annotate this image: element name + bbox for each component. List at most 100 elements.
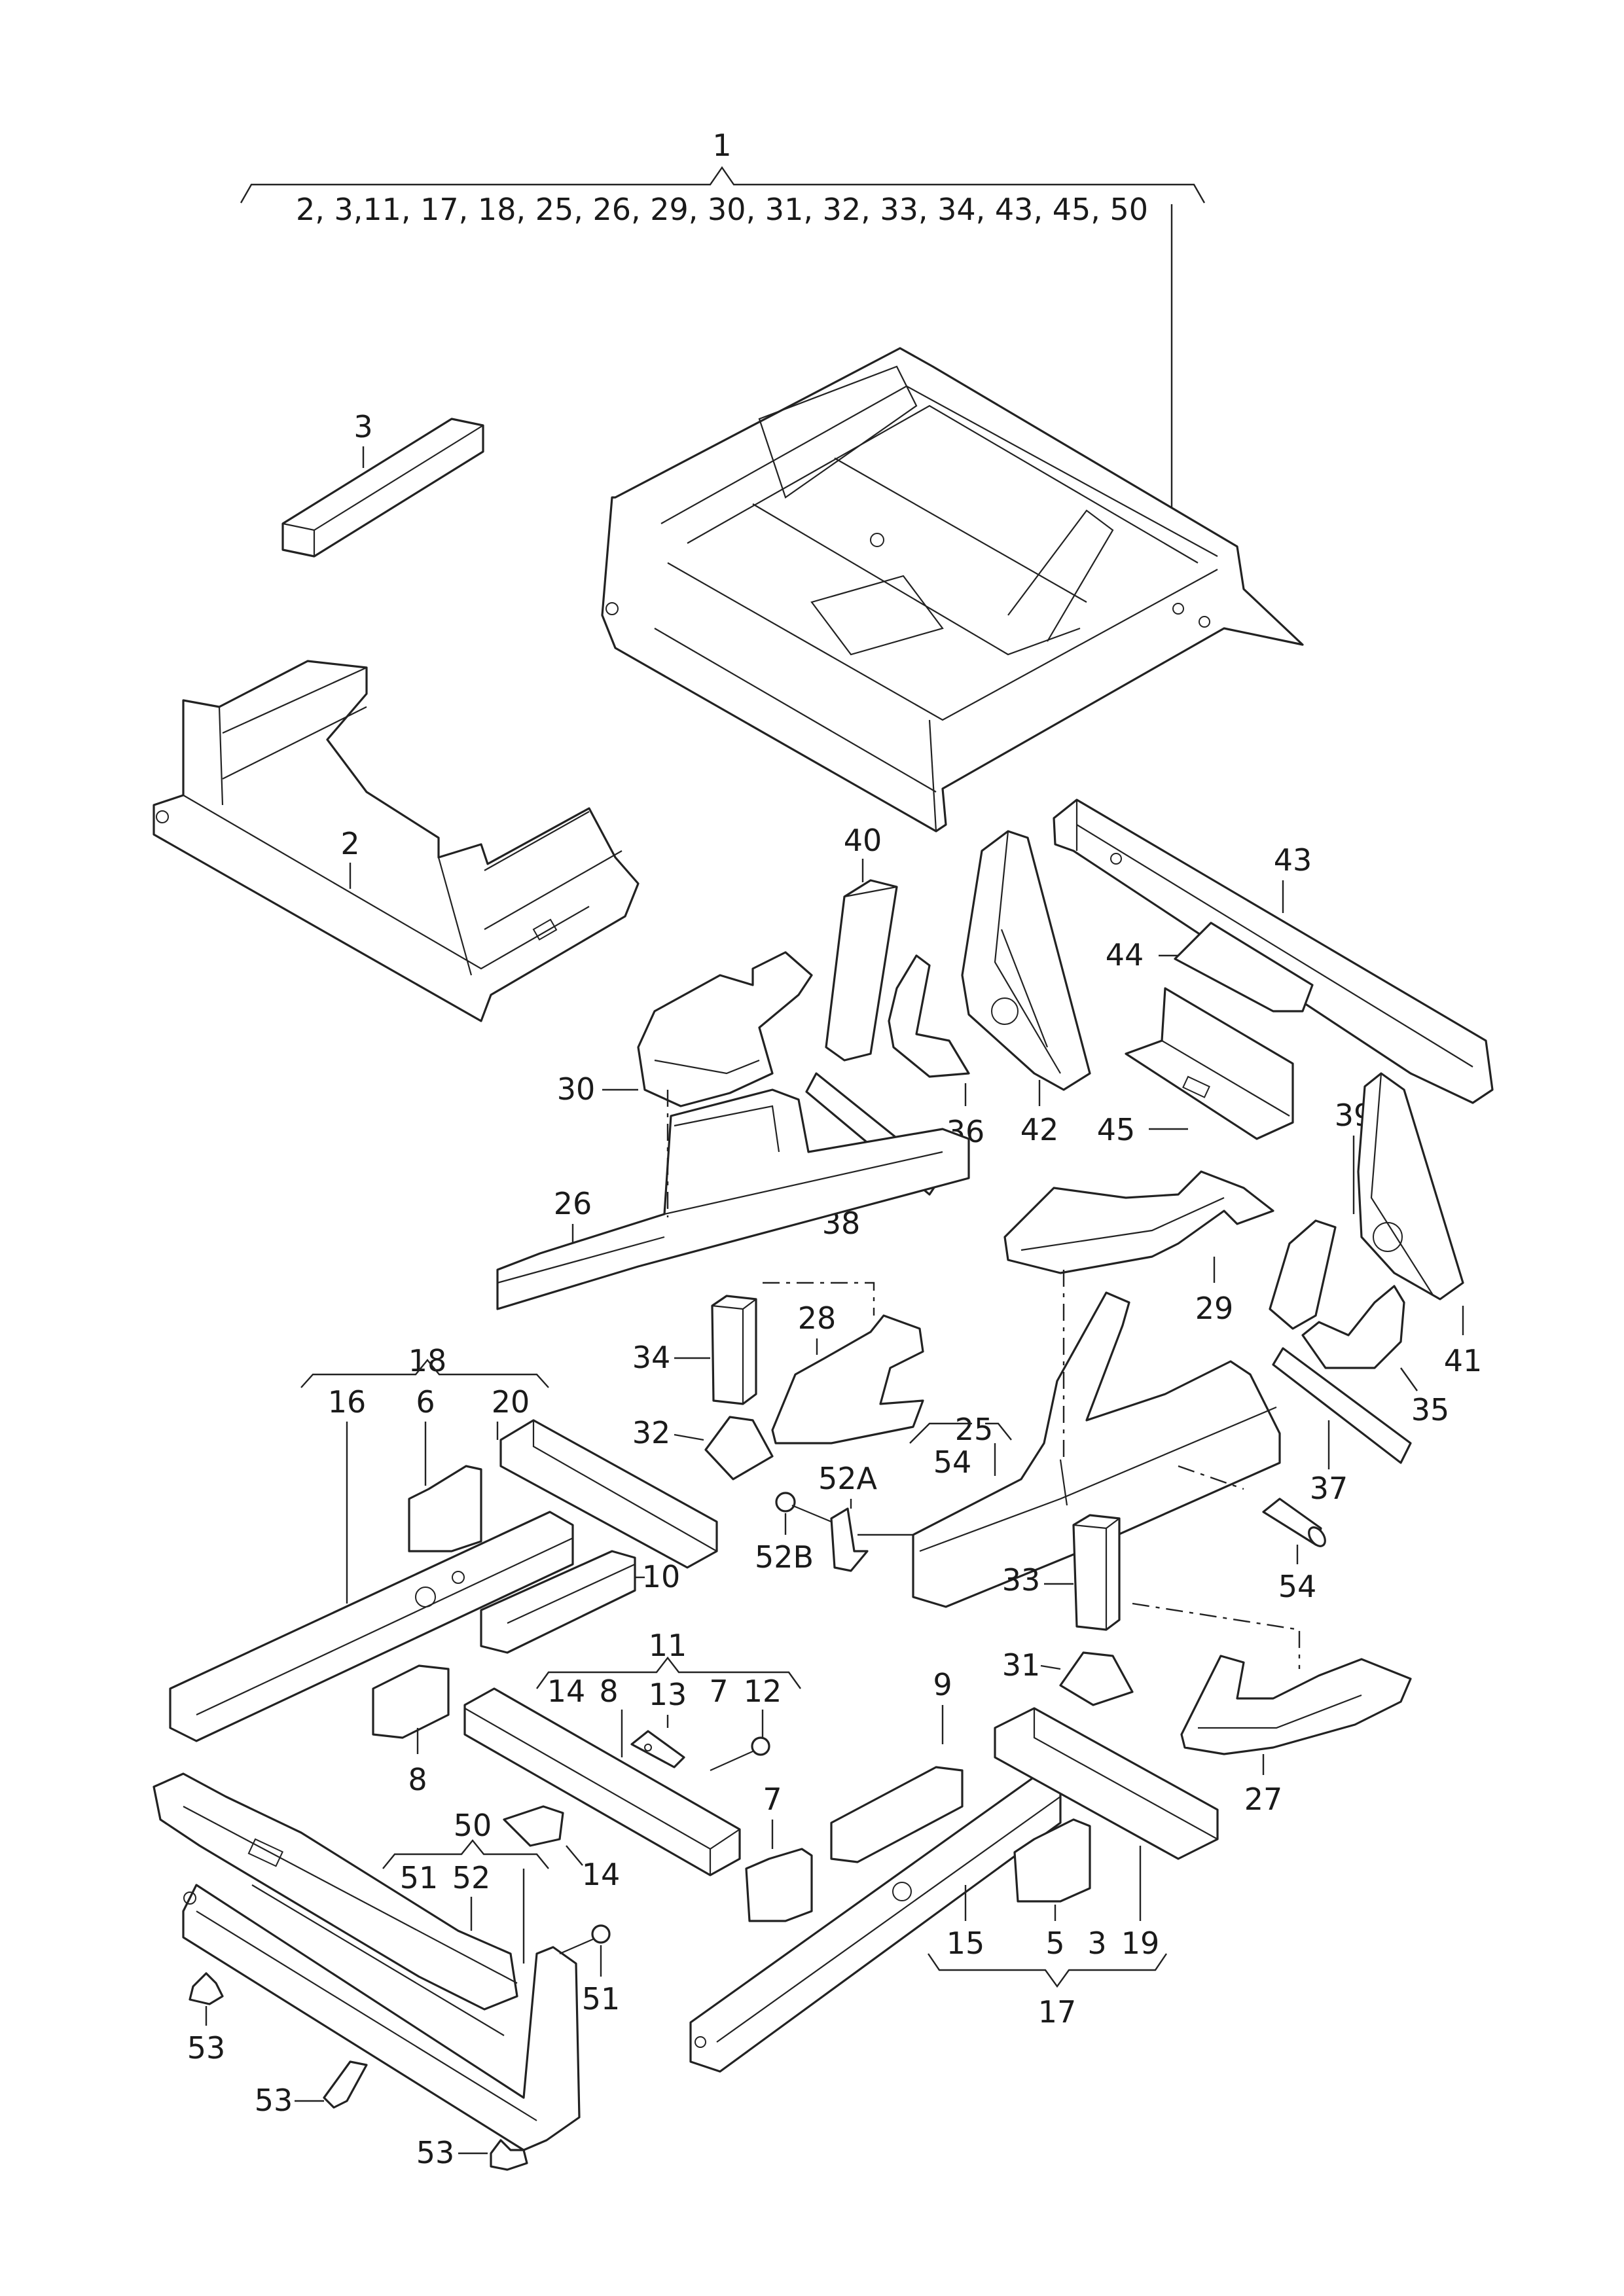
part-9: 9	[830, 1667, 964, 1863]
part-54-pin: 54	[1262, 1498, 1326, 1604]
callout-3b: 3	[1087, 1926, 1106, 1961]
part-30: 30	[557, 951, 813, 1107]
part-27: 27	[1132, 1602, 1412, 1817]
part-28: 28	[763, 1282, 924, 1444]
callout-26: 26	[554, 1186, 592, 1221]
part-7: 7	[745, 1782, 813, 1922]
part-31: 31	[1002, 1647, 1134, 1706]
part-3-rail: 3	[281, 409, 484, 558]
part-37: 37	[1272, 1347, 1412, 1506]
callout-14a: 14	[547, 1674, 586, 1709]
part-34: 34	[632, 1295, 757, 1405]
part-51-bolt: 51	[559, 1924, 621, 2017]
group-17: 15 5 3 19 17	[928, 1846, 1167, 2030]
assembly-header: 1 2, 3,11, 17, 18, 25, 26, 29, 30, 31, 3…	[240, 128, 1206, 512]
part-13-clip	[630, 1730, 685, 1768]
part-52a-bracket: 52A	[818, 1461, 913, 1572]
callout-27: 27	[1244, 1782, 1283, 1817]
part-44: 44	[1106, 922, 1314, 1013]
callout-2: 2	[340, 826, 359, 861]
part-39: 39	[1269, 1098, 1373, 1330]
part-14-bracket: 14	[503, 1805, 621, 1892]
callout-33: 33	[1002, 1562, 1041, 1598]
group-50: 50 51 52	[382, 1808, 549, 1964]
part-2-frame: 2	[153, 660, 640, 1022]
callout-37: 37	[1310, 1471, 1348, 1506]
callout-3a: 3	[353, 409, 372, 444]
part-42: 42	[961, 830, 1091, 1147]
part-front-cross-frame	[182, 1884, 581, 2151]
main-frame-assembly	[601, 347, 1304, 833]
part-14-channel	[463, 1687, 741, 1876]
callout-53c: 53	[416, 2135, 455, 2170]
callout-31: 31	[1002, 1647, 1041, 1683]
part-19-channel	[994, 1707, 1219, 1860]
callout-40: 40	[844, 823, 882, 858]
callout-53b: 53	[255, 2083, 293, 2118]
callout-12: 12	[744, 1674, 782, 1709]
callout-29: 29	[1195, 1291, 1234, 1326]
callout-43: 43	[1274, 842, 1312, 878]
part-41: 41	[1357, 1072, 1483, 1378]
callout-28: 28	[798, 1300, 837, 1336]
part-12-bolt	[710, 1736, 770, 1772]
part-10: 10	[480, 1550, 681, 1654]
callout-1-sublist: 2, 3,11, 17, 18, 25, 26, 29, 30, 31, 32,…	[296, 192, 1148, 227]
part-6	[408, 1465, 482, 1552]
callout-35: 35	[1411, 1392, 1450, 1427]
group-18: 18 16 6 20	[300, 1343, 549, 1604]
callout-45: 45	[1097, 1112, 1136, 1147]
callout-52a: 52A	[818, 1461, 878, 1496]
callout-5: 5	[1045, 1926, 1064, 1961]
part-53c: 53	[416, 2135, 528, 2171]
part-25-frame: 25 54	[909, 1270, 1281, 1608]
part-35: 35	[1301, 1285, 1450, 1427]
callout-44: 44	[1106, 937, 1144, 973]
callout-17: 17	[1038, 1994, 1077, 2030]
callout-9: 9	[933, 1667, 952, 1702]
callout-16: 16	[328, 1384, 367, 1420]
part-43-rail: 43	[1053, 798, 1494, 1104]
part-29: 29	[1003, 1170, 1274, 1326]
part-52b-bolt: 52B	[755, 1492, 832, 1575]
part-53a: 53	[187, 1972, 226, 2066]
part-8a: 8	[372, 1664, 450, 1797]
callout-25: 25	[955, 1412, 994, 1447]
callout-42: 42	[1020, 1112, 1059, 1147]
callout-15: 15	[947, 1926, 985, 1961]
callout-14b: 14	[582, 1857, 621, 1892]
callout-30: 30	[557, 1071, 596, 1107]
callout-8a: 8	[408, 1762, 427, 1797]
callout-8b: 8	[599, 1674, 618, 1709]
part-5	[1013, 1818, 1091, 1903]
callout-34: 34	[632, 1340, 671, 1375]
part-20	[499, 1419, 718, 1569]
callout-1: 1	[712, 128, 731, 163]
part-52-beam	[153, 1772, 518, 2011]
callout-7b: 7	[763, 1782, 782, 1817]
callout-7a: 7	[709, 1674, 728, 1709]
callout-52: 52	[452, 1860, 491, 1895]
callout-53a: 53	[187, 2030, 226, 2066]
callout-19: 19	[1121, 1926, 1160, 1961]
callout-10: 10	[642, 1559, 681, 1594]
callout-51a: 51	[400, 1860, 439, 1895]
callout-20: 20	[492, 1384, 530, 1420]
callout-13: 13	[649, 1677, 687, 1712]
callout-6: 6	[416, 1384, 435, 1420]
callout-41: 41	[1444, 1343, 1483, 1378]
group-11: 11 14 8 13 7 12	[536, 1628, 801, 1757]
part-40: 40	[825, 823, 898, 1062]
callout-54a: 54	[933, 1444, 972, 1480]
callout-54b: 54	[1278, 1569, 1317, 1604]
callout-51b: 51	[582, 1981, 621, 2017]
part-26-frame: 26	[496, 1088, 970, 1310]
part-33: 33	[1002, 1514, 1121, 1631]
callout-52b: 52B	[755, 1539, 814, 1575]
part-45: 45	[1097, 987, 1294, 1147]
part-53b: 53	[255, 2060, 368, 2118]
part-32: 32	[632, 1415, 774, 1480]
callout-50: 50	[454, 1808, 492, 1843]
callout-32: 32	[632, 1415, 671, 1450]
